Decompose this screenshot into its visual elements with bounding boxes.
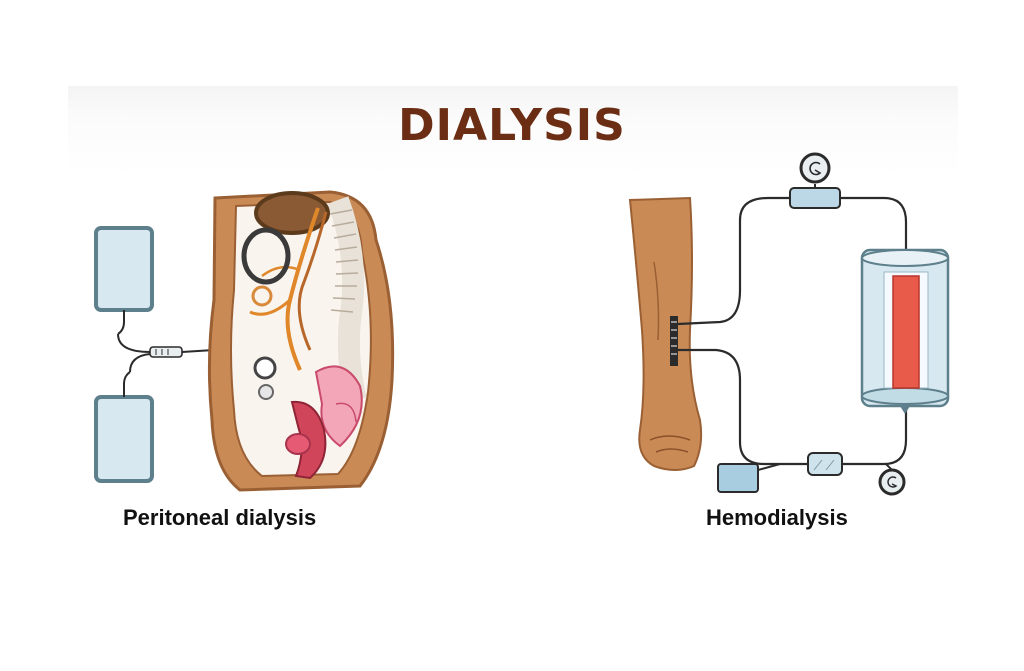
drain-bag-icon xyxy=(94,371,154,483)
fluid-bag-icon xyxy=(94,226,154,335)
peritoneal-diagram xyxy=(94,190,395,492)
hemodialysis-diagram xyxy=(628,152,950,496)
pump-icon xyxy=(789,187,841,209)
peritoneal-dialysis-label: Peritoneal dialysis xyxy=(123,505,317,530)
gauge-icon xyxy=(799,152,831,188)
page-title: DIALYSIS xyxy=(398,100,626,151)
connector-icon xyxy=(149,346,183,358)
bubble-trap-icon xyxy=(807,452,843,476)
hemodialysis-label: Hemodialysis xyxy=(706,505,848,530)
pressure-gauge-icon xyxy=(878,468,906,496)
saline-bag-icon xyxy=(717,463,759,493)
dialyzer-icon xyxy=(860,248,950,414)
